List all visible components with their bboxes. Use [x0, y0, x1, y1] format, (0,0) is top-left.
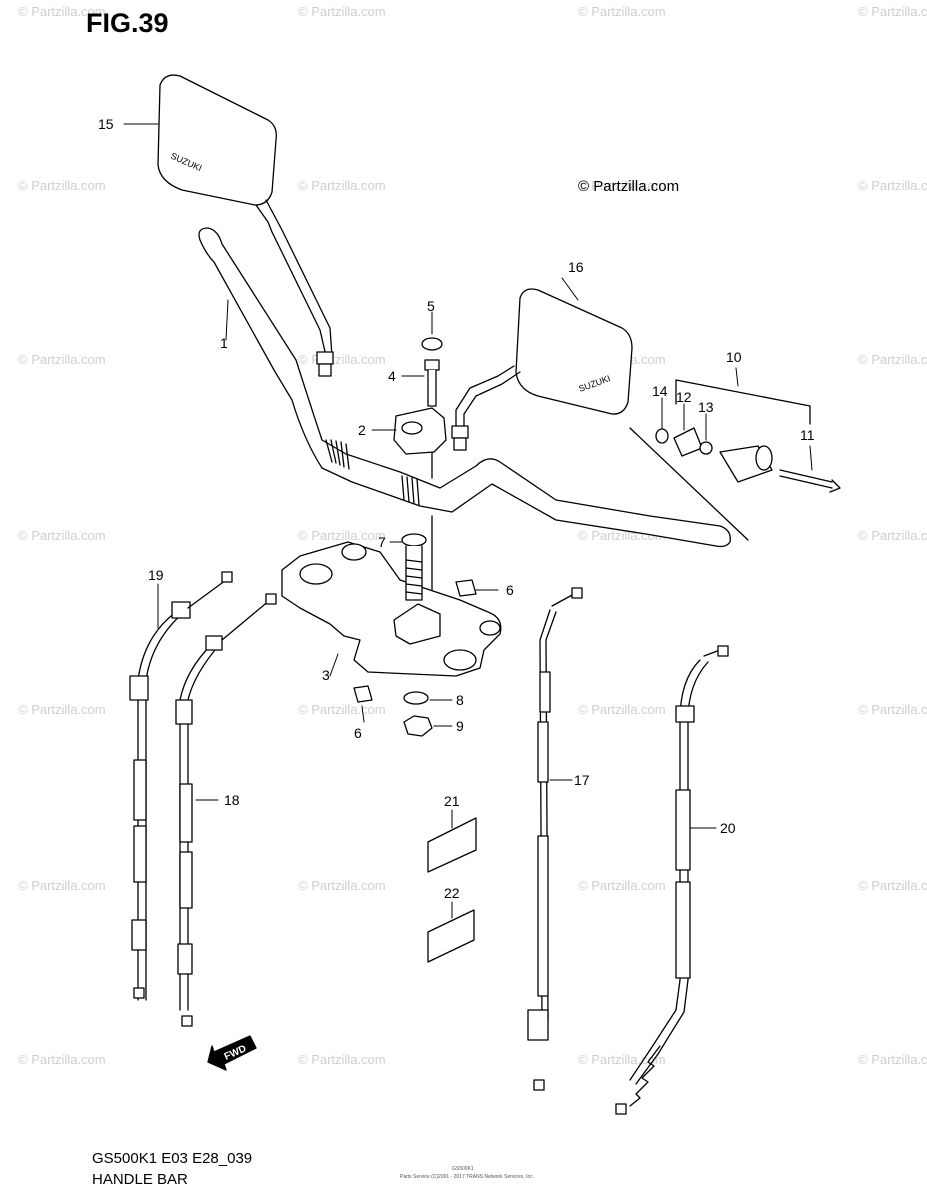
watermark-text: © Partzilla.com	[18, 878, 106, 893]
callout-10: 10	[726, 349, 742, 365]
watermark-text: © Partzilla.com	[578, 178, 666, 193]
callout-6b: 6	[354, 725, 362, 741]
callout-18: 18	[224, 792, 240, 808]
cap-5	[421, 337, 443, 351]
watermark-text: © Partzilla.com	[578, 702, 666, 717]
mirror-right	[451, 288, 633, 451]
watermark-text: © Partzilla.com	[18, 4, 106, 19]
callout-4: 4	[388, 368, 396, 384]
callout-9: 9	[456, 718, 464, 734]
watermark-text: © Partzilla.com	[18, 178, 106, 193]
cable-19	[129, 571, 233, 1001]
callout-16: 16	[568, 259, 584, 275]
mirror-left	[157, 74, 334, 377]
watermark-text: © Partzilla.com	[858, 702, 927, 717]
callout-21: 21	[444, 793, 460, 809]
callout-13: 13	[698, 399, 714, 415]
fine-print-model: GS500K1	[452, 1166, 474, 1172]
model-code: GS500K1 E03 E28_039	[92, 1150, 253, 1167]
callout-7: 7	[378, 534, 386, 550]
watermark-text: © Partzilla.com	[298, 528, 386, 543]
watermark-text: © Partzilla.com	[298, 178, 386, 193]
callout-20: 20	[720, 820, 736, 836]
nut-9	[403, 715, 433, 737]
handlebar	[198, 227, 731, 548]
upper-bracket	[281, 541, 502, 677]
callout-8: 8	[456, 692, 464, 708]
callout-12: 12	[676, 389, 692, 405]
watermark-text: © Partzilla.com	[858, 4, 927, 19]
cable-20	[615, 645, 729, 1115]
callout-5: 5	[427, 298, 435, 314]
watermark-text: © Partzilla.com	[298, 4, 386, 19]
holder	[393, 407, 447, 455]
callout-6a: 6	[506, 582, 514, 598]
callout-2: 2	[358, 422, 366, 438]
copyright-text: © Partzilla.com	[578, 178, 680, 195]
callout-15: 15	[98, 116, 114, 132]
callout-19: 19	[148, 567, 164, 583]
watermark-text: © Partzilla.com	[858, 352, 927, 367]
watermark-text: © Partzilla.com	[578, 4, 666, 19]
callout-3: 3	[322, 667, 330, 683]
watermark-text: © Partzilla.com	[298, 702, 386, 717]
cable-18	[175, 593, 277, 1027]
watermark-text: © Partzilla.com	[578, 878, 666, 893]
bar-end-assembly	[629, 379, 841, 541]
callout-11: 11	[800, 427, 815, 443]
fine-print-credit: Parts Service (C)2001 - 2017 TRANS Netwo…	[400, 1174, 535, 1180]
leader-lines	[123, 123, 813, 919]
watermark-text: © Partzilla.com	[858, 178, 927, 193]
callout-1: 1	[220, 335, 228, 351]
callout-22: 22	[444, 885, 460, 901]
washer-8	[403, 691, 429, 705]
nut-6-lower	[353, 685, 373, 703]
callout-17: 17	[574, 772, 590, 788]
diagram-subtitle: HANDLE BAR	[92, 1171, 188, 1188]
label-22	[427, 909, 475, 963]
watermark-text: © Partzilla.com	[858, 528, 927, 543]
watermark-text: © Partzilla.com	[18, 1052, 106, 1067]
watermark-text: © Partzilla.com	[858, 878, 927, 893]
watermark-text: © Partzilla.com	[18, 702, 106, 717]
bolt-4	[424, 359, 440, 407]
watermark-text: © Partzilla.com	[18, 352, 106, 367]
watermark-text: © Partzilla.com	[858, 1052, 927, 1067]
callout-14: 14	[652, 383, 668, 399]
watermark-text: © Partzilla.com	[18, 528, 106, 543]
watermark-text: © Partzilla.com	[298, 1052, 386, 1067]
watermark-text: © Partzilla.com	[578, 1052, 666, 1067]
bolt-7	[401, 533, 427, 601]
watermark-text: © Partzilla.com	[298, 878, 386, 893]
fwd-arrow-icon	[207, 1035, 257, 1071]
figure-title: FIG.39	[86, 8, 169, 38]
nut-6-upper	[455, 579, 477, 597]
label-21	[427, 817, 477, 873]
cable-17	[527, 587, 583, 1091]
